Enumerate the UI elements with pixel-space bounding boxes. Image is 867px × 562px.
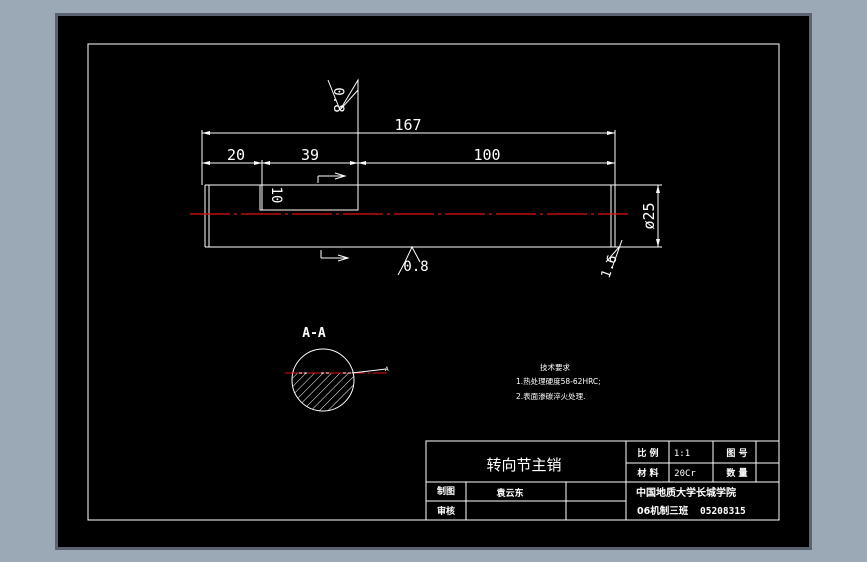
tech-req-item-2: 2.表面渗碳淬火处理. (516, 391, 586, 401)
scale-label: 比 例 (637, 447, 658, 459)
dim-seg1: 20 (227, 146, 245, 164)
material-label: 材 料 (636, 467, 658, 479)
drawing-sheet (58, 16, 809, 547)
draw-label: 制图 (437, 485, 455, 497)
part-name: 转向节主销 (486, 456, 561, 474)
class-info: 06机制三班 (637, 505, 689, 517)
title-block (425, 440, 780, 521)
dim-total: 167 (394, 116, 421, 134)
roughness-bottom (397, 245, 421, 276)
dim-seg3: 100 (473, 146, 500, 164)
draw-name: 袁云东 (495, 487, 523, 499)
student-id: 05208315 (700, 506, 746, 517)
dim-seg2: 39 (301, 146, 319, 164)
material-value: 20Cr (674, 469, 696, 479)
school-name: 中国地质大学长城学院 (636, 486, 736, 499)
roughness-top-value: 0.8 (330, 87, 346, 112)
drawing-no-label: 图 号 (726, 448, 747, 459)
roughness-end (605, 239, 623, 269)
dimension-lines (201, 128, 662, 248)
roughness-top (327, 78, 359, 130)
dim-slot: 10 (268, 187, 284, 204)
roughness-bottom-value: 8.0 (403, 259, 428, 275)
check-label: 审核 (437, 505, 455, 517)
scale-value: 1:1 (674, 449, 690, 459)
dim-diameter: ø25 (640, 202, 658, 229)
qty-label: 数 量 (726, 467, 747, 479)
tech-req-item-1: 1.热处理硬度58-62HRC; (516, 376, 601, 386)
section-view (285, 348, 390, 412)
tech-req-title: 技术要求 (540, 362, 570, 372)
section-mark: A (385, 366, 389, 373)
shaft-main-view (204, 172, 616, 248)
section-arrow (320, 250, 350, 262)
section-label: A-A (302, 326, 326, 341)
